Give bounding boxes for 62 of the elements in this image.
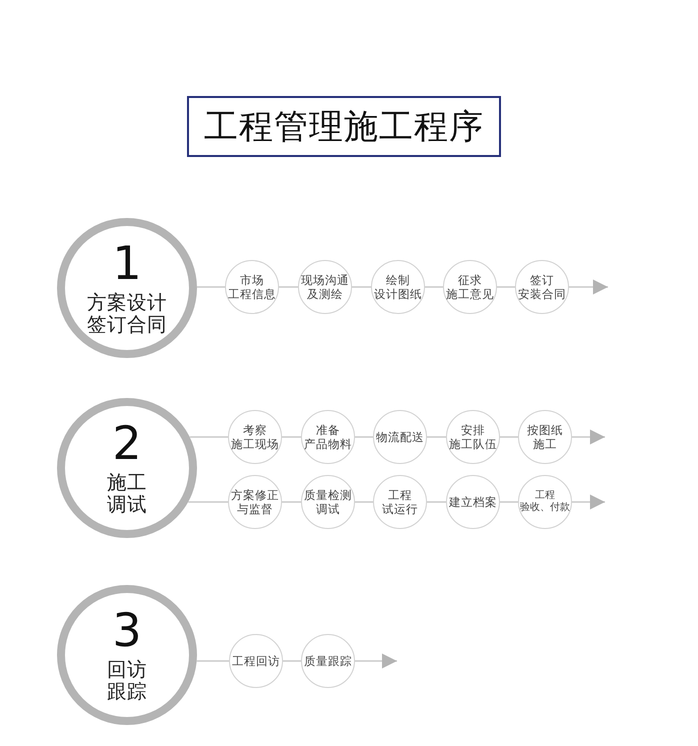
task-circle	[301, 410, 355, 464]
step-title: 回访跟踪	[106, 659, 148, 703]
connector-line	[188, 501, 228, 503]
task-circle	[518, 475, 572, 529]
task-label: 工程试运行	[382, 488, 418, 516]
task-circle	[301, 475, 355, 529]
task-circle	[518, 410, 572, 464]
task-circle	[373, 475, 427, 529]
task-label: 工程回访	[232, 654, 280, 668]
task-label: 建立档案	[448, 494, 498, 510]
task-label: 物流配送	[376, 430, 424, 444]
connector-line	[196, 660, 229, 662]
arrow	[572, 430, 605, 444]
connector-line	[427, 501, 446, 503]
arrow	[569, 280, 608, 294]
step-number: 2	[112, 420, 142, 466]
task-circle	[371, 260, 425, 314]
arrow	[355, 654, 397, 668]
task-circle	[515, 260, 569, 314]
connector-line	[190, 436, 228, 438]
connector-line	[497, 286, 515, 288]
task-circle	[225, 260, 279, 314]
connector-line	[500, 501, 518, 503]
connector-line	[500, 436, 518, 438]
connector-line	[352, 286, 371, 288]
connector-line	[282, 501, 301, 503]
connector-line	[425, 286, 443, 288]
task-circle	[443, 260, 497, 314]
task-circle	[229, 634, 283, 688]
task-label: 安排施工队伍	[448, 422, 498, 452]
step-title: 方案设计签订合同	[86, 292, 168, 336]
task-label: 准备产品物料	[304, 422, 352, 452]
task-circle	[446, 475, 500, 529]
task-label: 方案修正与监督	[230, 488, 280, 516]
task-circle	[301, 634, 355, 688]
task-label: 现场沟通及测绘	[300, 272, 350, 302]
task-label: 考察施工现场	[230, 422, 280, 452]
connector-line	[283, 660, 301, 662]
task-label: 质量跟踪	[304, 654, 352, 668]
task-label: 绘制设计图纸	[374, 272, 422, 302]
diagram-title: 工程管理施工程序	[187, 96, 501, 157]
task-circle	[298, 260, 352, 314]
task-circle	[228, 475, 282, 529]
task-label: 质量检测调试	[304, 488, 352, 516]
connector-line	[355, 436, 373, 438]
step-number: 1	[112, 240, 142, 286]
connector-line	[282, 436, 301, 438]
task-label: 市场工程信息	[228, 272, 276, 302]
connector-line	[355, 501, 373, 503]
task-circle	[228, 410, 282, 464]
step-number: 3	[112, 607, 142, 654]
connector-line	[427, 436, 446, 438]
connector-line	[279, 286, 298, 288]
arrow	[572, 494, 605, 510]
task-label: 工程验收、付款	[519, 490, 571, 514]
task-label: 按图纸施工	[526, 422, 564, 452]
task-circle	[446, 410, 500, 464]
task-label: 签订安装合同	[518, 272, 566, 302]
task-label: 征求施工意见	[446, 272, 494, 302]
step-title: 施工调试	[106, 472, 148, 516]
connector-line	[197, 286, 225, 288]
task-circle	[373, 410, 427, 464]
